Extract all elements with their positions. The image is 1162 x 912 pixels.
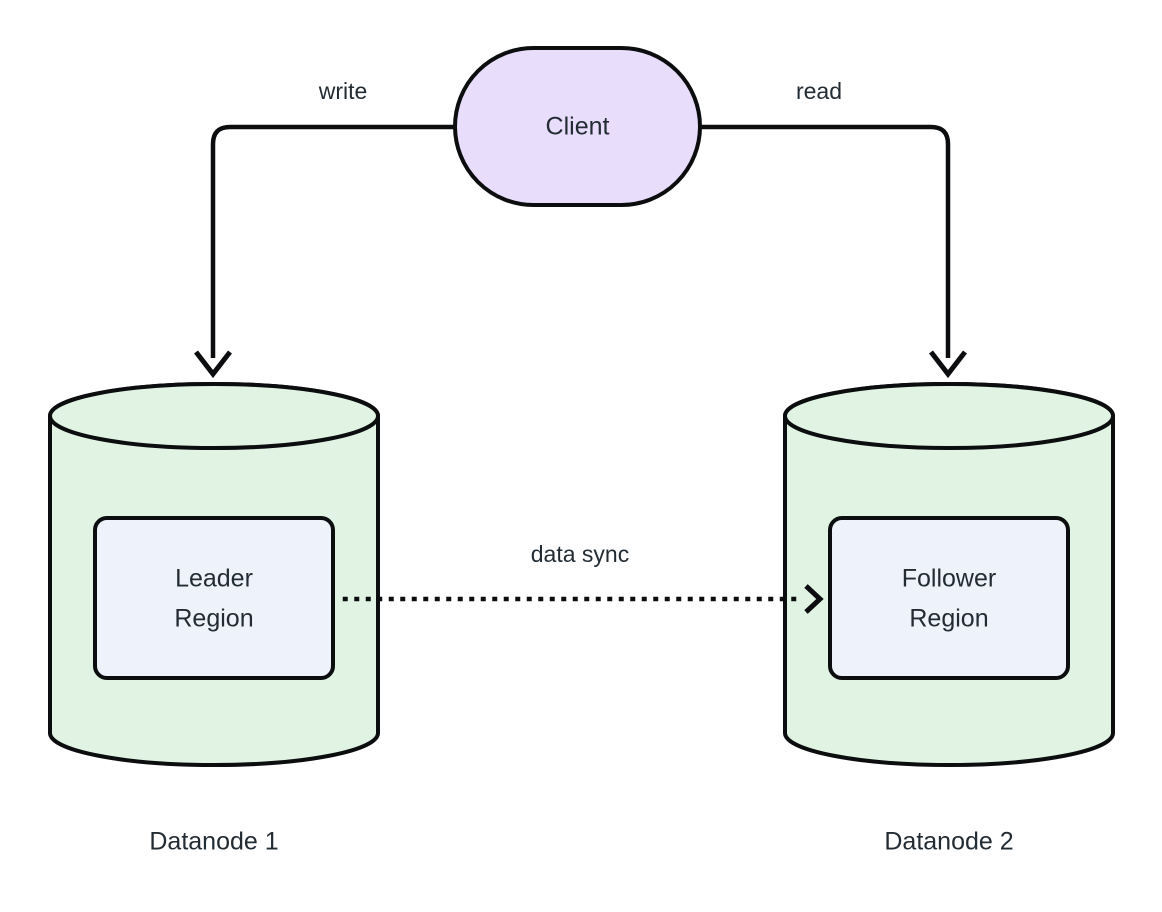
node-datanode-2[interactable]: Follower Region Datanode 2 — [783, 382, 1115, 856]
edge-write: write — [194, 78, 455, 379]
follower-region-box[interactable] — [828, 516, 1070, 680]
write-arrowhead — [194, 350, 232, 379]
client-shape[interactable] — [453, 46, 702, 207]
client-label: Client — [546, 113, 610, 141]
leader-region-box[interactable] — [93, 516, 335, 680]
data-sync-edge-label: data sync — [531, 541, 629, 567]
follower-region-label-line2: Region — [909, 605, 988, 633]
leader-region-label-line2: Region — [174, 605, 253, 633]
data-sync-arrowhead — [804, 584, 824, 614]
leader-region-label-line1: Leader — [175, 565, 253, 593]
node-client[interactable]: Client — [453, 46, 702, 207]
datanode-2-caption: Datanode 2 — [884, 828, 1013, 856]
write-edge-label: write — [318, 78, 368, 104]
datanode-2-cylinder-top — [783, 382, 1115, 450]
leader-region[interactable]: Leader Region — [93, 516, 335, 680]
node-datanode-1[interactable]: Leader Region Datanode 1 — [48, 382, 380, 856]
datanode-1-cylinder-top — [48, 382, 380, 450]
read-arrowhead — [929, 350, 967, 379]
read-edge-label: read — [796, 78, 842, 104]
follower-region[interactable]: Follower Region — [828, 516, 1070, 680]
datanode-1-caption: Datanode 1 — [149, 828, 278, 856]
follower-region-label-line1: Follower — [902, 565, 996, 593]
edge-data-sync: data sync — [342, 541, 824, 614]
edge-read: read — [700, 78, 967, 379]
read-edge-line — [700, 124, 951, 358]
write-edge-line — [210, 124, 455, 358]
